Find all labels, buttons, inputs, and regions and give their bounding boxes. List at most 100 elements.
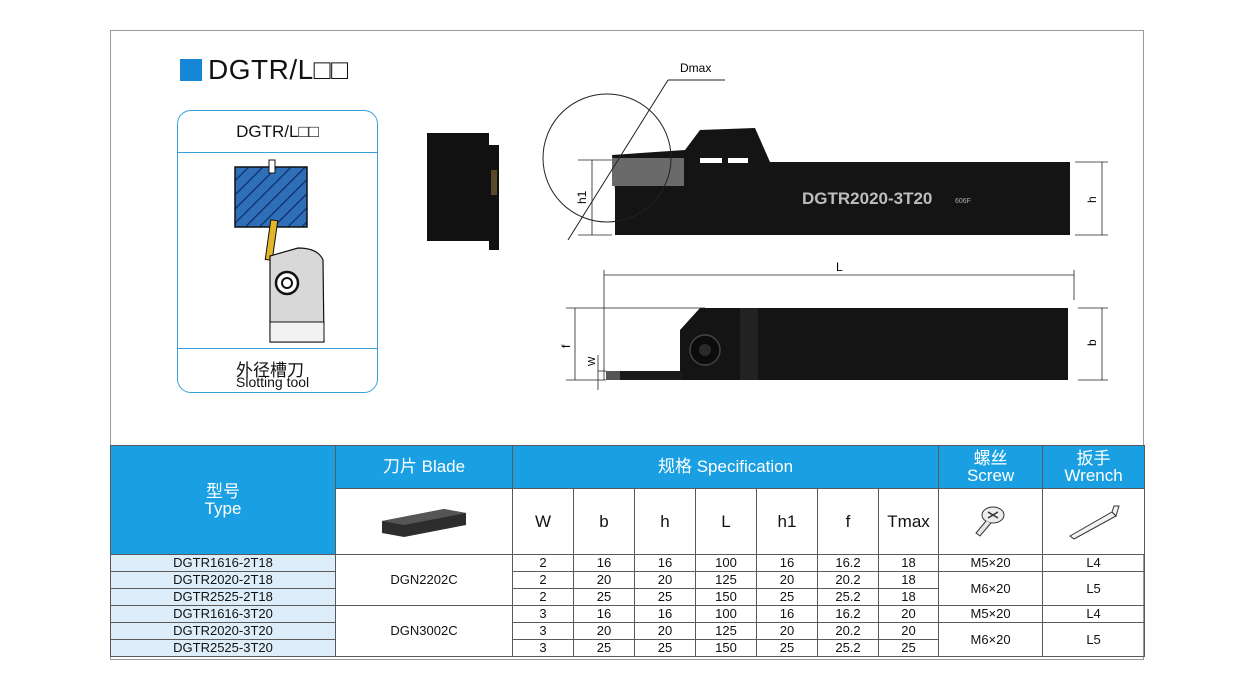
card-footer-divider — [178, 348, 377, 349]
table-row: DGTR2525-3T20 3 25 25 150 25 25.2 25 — [110, 639, 1145, 657]
row-h1: 16 — [756, 554, 818, 572]
row-w: 3 — [512, 622, 574, 640]
row-screw: M6×20 — [938, 622, 1044, 657]
row-h: 20 — [634, 622, 696, 640]
row-l: 125 — [695, 571, 757, 589]
row-b: 20 — [573, 622, 635, 640]
row-type: DGTR1616-3T20 — [110, 605, 336, 623]
w-label: W — [587, 356, 598, 366]
f-label: f — [559, 344, 573, 348]
row-b: 25 — [573, 639, 635, 657]
type-header: 型号 Type — [110, 445, 336, 555]
row-h: 25 — [634, 588, 696, 606]
row-blade: DGN3002C — [335, 605, 513, 657]
page-title: DGTR/L□□ — [180, 54, 349, 85]
screw-header: 螺丝 Screw — [938, 445, 1044, 489]
row-tmax: 20 — [877, 605, 940, 623]
row-w: 3 — [512, 639, 574, 657]
table-row: DGTR1616-3T20 DGN3002C 3 16 16 100 16 16… — [110, 605, 1146, 657]
title-square-icon — [180, 59, 202, 81]
type-header-cn: 型号 — [206, 482, 240, 501]
row-wrench: L4 — [1042, 554, 1146, 572]
row-screw: M5×20 — [938, 554, 1044, 572]
row-h1: 20 — [756, 571, 818, 589]
screw-icon — [974, 506, 1005, 537]
row-h1: 25 — [756, 639, 818, 657]
col-header-w: W — [512, 488, 574, 555]
card-header: DGTR/L□□ — [178, 111, 377, 153]
row-w: 2 — [512, 588, 574, 606]
screw-image-cell — [938, 488, 1044, 555]
row-h1: 20 — [756, 622, 818, 640]
blade-header: 刀片 Blade — [335, 445, 513, 489]
row-f: 25.2 — [817, 639, 879, 657]
row-screw: M6×20 — [938, 571, 1044, 606]
type-header-en: Type — [204, 499, 242, 518]
row-screw: M5×20 — [938, 605, 1044, 623]
holder-head-icon — [269, 247, 325, 343]
row-f: 16.2 — [817, 554, 879, 572]
row-h: 20 — [634, 571, 696, 589]
col-header-h1: h1 — [756, 488, 818, 555]
screw-header-en: Screw — [966, 466, 1015, 485]
blade-image-cell — [335, 488, 513, 555]
row-f: 20.2 — [817, 622, 879, 640]
row-tmax: 18 — [877, 588, 940, 606]
col-header-b: b — [573, 488, 635, 555]
row-b: 16 — [573, 554, 635, 572]
top-view-drawing: L f W b — [559, 260, 1108, 390]
blade-insert-icon — [382, 509, 466, 537]
row-tmax: 20 — [877, 622, 940, 640]
insert-icon — [264, 219, 279, 261]
dmax-label: Dmax — [680, 61, 711, 75]
title-text: DGTR/L□□ — [208, 54, 349, 85]
L-label: L — [836, 260, 843, 274]
row-f: 20.2 — [817, 571, 879, 589]
side-view-drawing: DGTR2020-3T20 606F Dmax h1 h — [542, 61, 1108, 241]
row-w: 3 — [512, 605, 574, 623]
row-tmax: 18 — [877, 554, 940, 572]
body-marking: DGTR2020-3T20 — [802, 189, 932, 208]
tool-card: DGTR/L□□ 外径槽刀 Slotting tool — [177, 110, 378, 393]
row-type: DGTR2020-3T20 — [110, 622, 336, 640]
end-view-drawing — [427, 133, 499, 250]
row-f: 16.2 — [817, 605, 879, 623]
row-tmax: 18 — [877, 571, 940, 589]
spec-header: 规格 Specification — [511, 445, 940, 489]
screw-header-cn: 螺丝 — [973, 449, 1008, 468]
body-small-marking: 606F — [955, 198, 971, 205]
row-h: 16 — [634, 554, 696, 572]
table-row: DGTR2020-2T18 2 20 20 125 20 20.2 18 M6×… — [110, 571, 1146, 606]
table-row: DGTR1616-2T18 DGN2202C 2 16 16 100 16 16… — [110, 554, 1146, 606]
row-b: 16 — [573, 605, 635, 623]
row-l: 100 — [695, 605, 757, 623]
wrench-header-en: Wrench — [1064, 466, 1123, 485]
card-name-en: Slotting tool — [236, 374, 310, 390]
wrench-header-cn: 扳手 — [1076, 449, 1111, 468]
row-l: 125 — [695, 622, 757, 640]
row-type: DGTR2020-2T18 — [110, 571, 336, 589]
row-b: 20 — [573, 571, 635, 589]
slotting-illustration — [234, 159, 325, 343]
row-f: 25.2 — [817, 588, 879, 606]
row-h1: 16 — [756, 605, 818, 623]
b-label: b — [1085, 339, 1099, 346]
table-row: DGTR2020-3T20 3 20 20 125 20 20.2 20 M6×… — [110, 622, 1146, 657]
h1-label: h1 — [575, 190, 589, 204]
col-header-l: L — [695, 488, 757, 555]
wrench-header: 扳手 Wrench — [1042, 445, 1146, 489]
row-tmax: 25 — [877, 639, 940, 657]
row-wrench: L5 — [1042, 571, 1146, 606]
row-type: DGTR2525-3T20 — [110, 639, 336, 657]
hex-wrench-icon — [1068, 505, 1120, 540]
row-type: DGTR2525-2T18 — [110, 588, 336, 606]
technical-drawing: DGTR2020-3T20 606F Dmax h1 h L f W — [427, 61, 1108, 390]
h-label: h — [1085, 196, 1099, 203]
row-l: 150 — [695, 588, 757, 606]
workpiece-icon — [234, 166, 308, 228]
row-h: 16 — [634, 605, 696, 623]
row-wrench: L4 — [1042, 605, 1146, 623]
row-w: 2 — [512, 571, 574, 589]
row-type: DGTR1616-2T18 — [110, 554, 336, 572]
row-b: 25 — [573, 588, 635, 606]
